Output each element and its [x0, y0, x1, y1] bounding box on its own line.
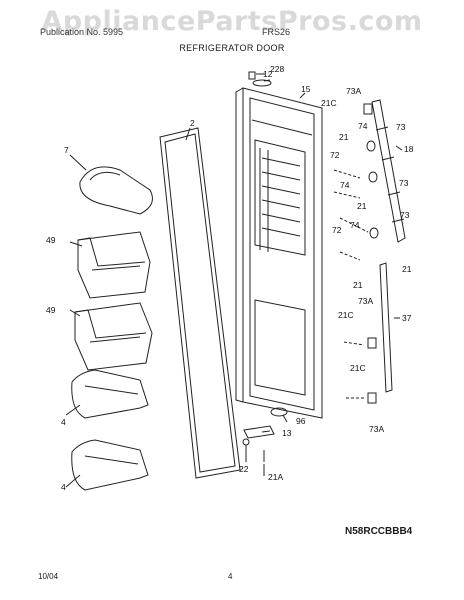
callout-4-upper: 4 [61, 417, 66, 427]
callout-73A-middle: 73A [358, 296, 374, 306]
callout-96: 96 [296, 416, 306, 426]
model-series: FRS26 [262, 27, 291, 37]
watermark: AppliancePartsPros.com [41, 6, 423, 37]
door-shelf-upper-part [71, 369, 149, 419]
callout-4-lower: 4 [61, 482, 66, 492]
model-code: N58RCCBBB4 [345, 526, 413, 537]
door-bin-upper-part [77, 231, 151, 299]
footer-date: 10/04 [38, 572, 59, 581]
diagram-title: REFRIGERATOR DOOR [179, 43, 285, 53]
callout-21-b: 21 [357, 201, 367, 211]
top-hinge-cap-part [248, 71, 272, 87]
door-stop-arm-part [379, 262, 393, 393]
callout-21C-top: 21C [321, 98, 337, 108]
callout-49-lower: 49 [46, 305, 56, 315]
callout-21C-bottom: 21C [350, 363, 366, 373]
callout-72-a: 72 [330, 150, 340, 160]
callout-228: 228 [270, 64, 285, 74]
screw-leader-lines [333, 169, 369, 399]
callout-leaders [65, 73, 403, 488]
bottom-hinge-parts [242, 407, 288, 462]
door-bin-lower-part [74, 302, 153, 371]
callout-73-c: 73 [400, 210, 410, 220]
callout-21C-middle: 21C [338, 310, 354, 320]
door-liner-part [235, 87, 323, 419]
callout-74-c: 74 [350, 220, 360, 230]
callout-21A: 21A [268, 472, 284, 482]
callout-18: 18 [404, 144, 414, 154]
callout-21-c: 21 [353, 280, 363, 290]
callout-37: 37 [402, 313, 412, 323]
callout-49-upper: 49 [46, 235, 56, 245]
callout-74-b: 74 [340, 180, 350, 190]
callout-21-d: 21 [402, 264, 412, 274]
callout-74-a: 74 [358, 121, 368, 131]
callout-12: 12 [263, 69, 273, 79]
callout-7: 7 [64, 145, 69, 155]
callout-13: 13 [282, 428, 292, 438]
hinge-bushings [363, 103, 379, 404]
callout-21-a: 21 [339, 132, 349, 142]
callout-72-b: 72 [332, 225, 342, 235]
callout-73A-bottom: 73A [369, 424, 385, 434]
dairy-door-part [79, 166, 153, 215]
publication-number: Publication No. 5995 [40, 27, 124, 37]
callout-22: 22 [239, 464, 249, 474]
callout-2: 2 [190, 118, 195, 128]
callout-73-b: 73 [399, 178, 409, 188]
callout-15: 15 [301, 84, 311, 94]
hinge-rail-part [371, 99, 406, 243]
callout-73A-top: 73A [346, 86, 362, 96]
page-number: 4 [228, 572, 233, 581]
door-gasket-part [159, 127, 241, 479]
callout-73-a: 73 [396, 122, 406, 132]
door-shelf-lower-part [71, 439, 149, 491]
